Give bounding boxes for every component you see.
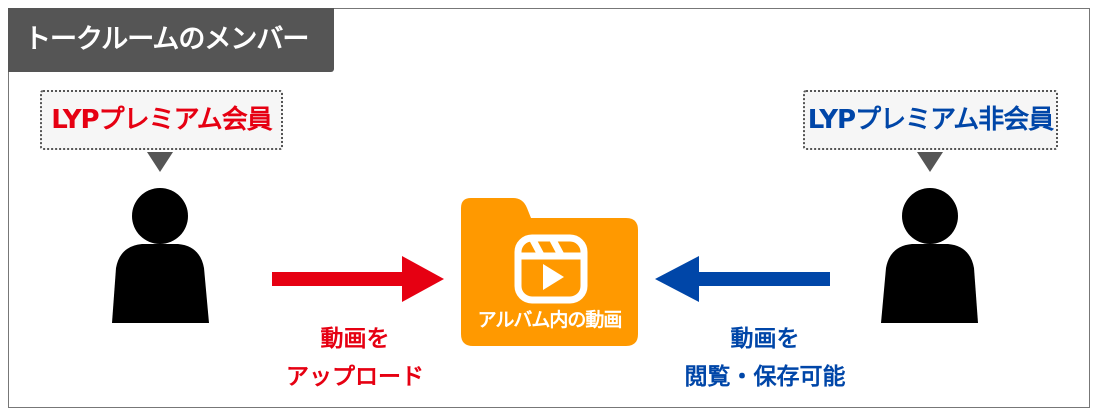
upload-arrow <box>272 256 444 302</box>
pointer-triangle <box>917 152 943 172</box>
diagram-title: トークルームのメンバー <box>8 8 334 72</box>
view-arrow <box>655 256 830 302</box>
play-icon <box>543 264 564 290</box>
person-icon <box>112 188 209 323</box>
pointer-triangle <box>147 152 173 172</box>
upload-caption: 動画を アップロード <box>286 326 424 390</box>
album-folder-icon <box>461 198 638 346</box>
person-icon <box>881 188 978 323</box>
diagram-frame <box>8 8 1090 408</box>
view-caption: 動画を 閲覧・保存可能 <box>684 326 846 390</box>
non-member-label: LYPプレミアム非会員 <box>803 90 1058 150</box>
folder-label: アルバム内の動画 <box>477 309 623 331</box>
premium-member-label: LYPプレミアム会員 <box>40 90 283 150</box>
